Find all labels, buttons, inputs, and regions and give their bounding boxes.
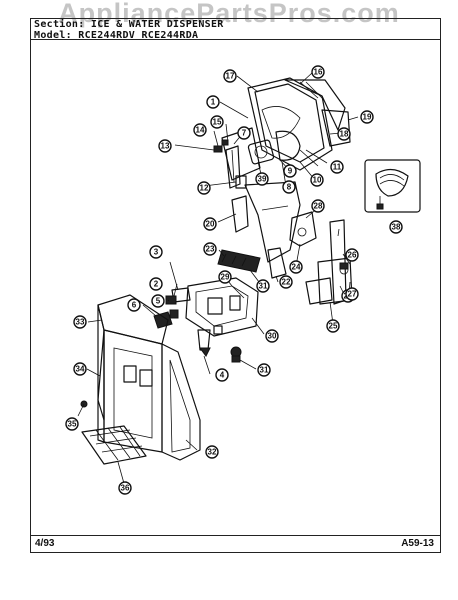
callout-27: 27	[345, 287, 359, 301]
svg-text:7: 7	[242, 129, 247, 138]
actuator-pad	[217, 249, 261, 273]
callout-12: 12	[197, 181, 211, 195]
actuator-bracket	[174, 127, 261, 189]
svg-text:31: 31	[260, 366, 269, 375]
svg-text:27: 27	[348, 290, 357, 299]
callout-4: 4	[215, 368, 229, 382]
svg-text:33: 33	[76, 318, 85, 327]
callout-7: 7	[237, 126, 251, 140]
svg-text:38: 38	[392, 223, 401, 232]
svg-text:26: 26	[348, 251, 357, 260]
callout-38: 38	[389, 220, 403, 234]
callout-13: 13	[158, 139, 172, 153]
callout-29: 29	[218, 270, 232, 284]
svg-text:5: 5	[156, 297, 161, 306]
callout-19: 19	[360, 110, 374, 124]
svg-text:14: 14	[196, 126, 205, 135]
callout-15: 15	[210, 115, 224, 129]
section-title: Section: ICE & WATER DISPENSER	[34, 19, 224, 30]
svg-text:3: 3	[154, 248, 159, 257]
callout-35: 35	[65, 417, 79, 431]
callout-28: 28	[311, 199, 325, 213]
svg-text:13: 13	[161, 142, 170, 151]
svg-text:39: 39	[258, 175, 267, 184]
svg-text:32: 32	[208, 448, 217, 457]
header-divider	[31, 39, 440, 40]
callout-34: 34	[73, 362, 87, 376]
svg-text:11: 11	[333, 163, 342, 172]
svg-text:25: 25	[329, 322, 338, 331]
callout-10: 10	[310, 173, 324, 187]
svg-text:17: 17	[226, 72, 235, 81]
callout-39: 39	[255, 172, 269, 186]
callout-24: 24	[289, 260, 303, 274]
svg-text:8: 8	[287, 183, 292, 192]
svg-text:12: 12	[200, 184, 209, 193]
footer-divider	[31, 535, 440, 536]
svg-text:30: 30	[268, 332, 277, 341]
water-valve-assembly	[153, 261, 259, 363]
svg-text:23: 23	[206, 245, 215, 254]
svg-text:15: 15	[213, 118, 222, 127]
svg-text:35: 35	[68, 420, 77, 429]
footer-date: 4/93	[35, 538, 55, 549]
svg-text:4: 4	[220, 371, 225, 380]
dispenser-lever-assembly	[231, 181, 317, 279]
callout-2: 2	[149, 277, 163, 291]
callout-17: 17	[223, 69, 237, 83]
callout-31-upper: 31	[256, 279, 270, 293]
callout-25: 25	[326, 319, 340, 333]
svg-text:16: 16	[314, 68, 323, 77]
svg-text:18: 18	[340, 130, 349, 139]
callout-1: 1	[206, 95, 220, 109]
svg-text:24: 24	[292, 263, 301, 272]
svg-text:31: 31	[259, 282, 268, 291]
svg-text:2: 2	[154, 280, 159, 289]
svg-text:1: 1	[211, 98, 216, 107]
svg-text:34: 34	[76, 365, 85, 374]
callout-14: 14	[193, 123, 207, 137]
callout-9: 9	[283, 164, 297, 178]
callout-36: 36	[118, 481, 132, 495]
callout-33: 33	[73, 315, 87, 329]
svg-text:20: 20	[206, 220, 215, 229]
callout-18: 18	[337, 127, 351, 141]
callout-30: 30	[265, 329, 279, 343]
callout-26: 26	[345, 248, 359, 262]
callout-3: 3	[149, 245, 163, 259]
callout-31-lower: 31	[257, 363, 271, 377]
chute-door-parts	[247, 130, 319, 167]
callout-6: 6	[127, 298, 141, 312]
diagram-frame: Section: ICE & WATER DISPENSER Model: RC…	[30, 18, 441, 553]
inset-detail-box	[364, 159, 421, 213]
callout-20: 20	[203, 217, 217, 231]
callout-11: 11	[330, 160, 344, 174]
callout-22: 22	[279, 275, 293, 289]
svg-text:19: 19	[363, 113, 372, 122]
svg-text:22: 22	[282, 278, 291, 287]
footer-page-code: A59-13	[401, 538, 434, 549]
svg-text:29: 29	[221, 273, 230, 282]
svg-text:6: 6	[132, 301, 137, 310]
dispenser-housing-panel	[77, 294, 201, 465]
svg-text:36: 36	[121, 484, 130, 493]
svg-text:28: 28	[314, 202, 323, 211]
model-title: Model: RCE244RDV RCE244RDA	[34, 30, 199, 41]
ice-chute-housing	[247, 77, 351, 171]
callout-32: 32	[205, 445, 219, 459]
callout-23: 23	[203, 242, 217, 256]
callout-8: 8	[282, 180, 296, 194]
callout-5: 5	[151, 294, 165, 308]
svg-text:10: 10	[313, 176, 322, 185]
callout-16: 16	[311, 65, 325, 79]
svg-text:9: 9	[288, 167, 293, 176]
